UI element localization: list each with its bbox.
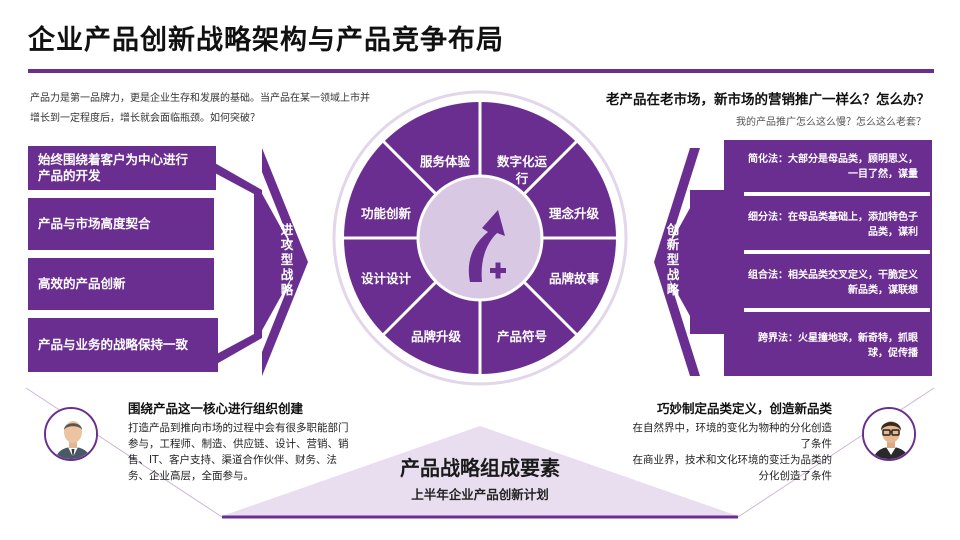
wheel-segment-product-symbol: 产品符号 [497, 328, 547, 345]
bottom-left-title: 围绕产品这一核心进行组织创建 [128, 398, 303, 417]
left-arrow-label: 进攻型战略 [279, 222, 295, 297]
bottom-right-line-1: 在自然界中，环境的变化为物种的分化创造了条件 [626, 420, 832, 452]
left-bar-strategy: 产品与业务的战略保持一致 [28, 318, 218, 372]
right-item-simplify: 简化法：大部分是母品类，顾明思义，一目了然，谋量 [748, 152, 918, 182]
right-item-combine: 组合法：相关品类交叉定义，干脆定义新品类，谋联想 [748, 268, 918, 298]
left-bar-label: 产品与市场高度契合 [38, 216, 151, 232]
left-arrow-body [213, 162, 262, 366]
right-item-segment: 细分法：在母品类基础上，添加特色子品类，谋利 [748, 210, 918, 240]
wheel-segment-design: 设计设计 [361, 270, 411, 287]
wheel-segment-function: 功能创新 [361, 205, 411, 222]
wheel-segment-brand-upgrade: 品牌升级 [411, 328, 461, 345]
right-divider [744, 308, 930, 312]
left-bar-customer: 始终围绕着客户为中心进行产品的开发 [28, 146, 216, 190]
left-bar-label: 高效的产品创新 [38, 276, 126, 292]
wheel-segment-brand-story: 品牌故事 [549, 270, 599, 287]
wheel-segment-service: 服务体验 [420, 153, 470, 170]
wheel-segment-digital: 数字化运行 [497, 153, 547, 187]
right-arrow-label: 创新型战略 [665, 222, 681, 297]
right-divider [744, 250, 930, 254]
right-divider [744, 192, 930, 196]
left-bar-label: 产品与业务的战略保持一致 [38, 337, 188, 353]
right-item-crossover: 跨界法：火星撞地球，新奇特，抓眼球，促传播 [748, 331, 918, 361]
bottom-right-title: 巧妙制定品类定义，创造新品类 [657, 398, 832, 417]
center-title: 产品战略组成要素 [0, 452, 960, 481]
left-bar-label: 始终围绕着客户为中心进行产品的开发 [38, 152, 188, 184]
wheel-segment-concept: 理念升级 [549, 205, 599, 222]
center-subtitle: 上半年企业产品创新计划 [0, 484, 960, 503]
left-bar-innovation: 高效的产品创新 [28, 258, 214, 310]
left-bar-market-fit: 产品与市场高度契合 [28, 198, 214, 250]
